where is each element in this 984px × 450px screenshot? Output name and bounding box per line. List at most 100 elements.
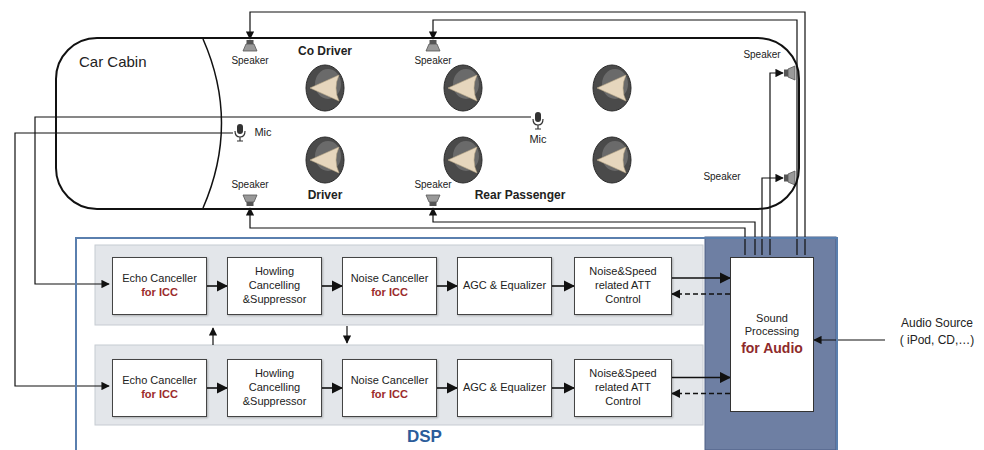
- seat-cushion: [597, 147, 626, 173]
- process-box: Noise Cancellerfor ICC: [342, 257, 437, 315]
- audio-panel: [705, 237, 836, 450]
- mic-capsule: [535, 112, 541, 122]
- seat-cushion: [448, 147, 477, 173]
- region-title: DSP: [407, 427, 442, 447]
- speaker-wire: [433, 208, 755, 255]
- speaker-magnet: [430, 40, 437, 44]
- audio-source-arrow: [814, 339, 885, 340]
- speaker-magnet: [247, 40, 254, 44]
- seat-shell: [306, 65, 344, 111]
- source-label: Audio Source: [901, 316, 973, 330]
- region-title: Car Cabin: [79, 53, 147, 70]
- signal-connector: [207, 285, 227, 287]
- feedback-connector: [672, 293, 730, 294]
- signal-connector: [437, 285, 457, 287]
- speaker-icon: [426, 195, 440, 206]
- seat-shell: [593, 65, 631, 111]
- cabin-label: Mic: [254, 126, 271, 139]
- speaker-magnet: [784, 70, 788, 77]
- dsp-region: DSPEcho Cancellerfor ICCHowling Cancelli…: [75, 237, 838, 450]
- process-box: Howling Cancelling &Suppressor: [227, 359, 322, 417]
- cabin-label: Speaker: [414, 55, 451, 67]
- box-title: Noise&Speed related ATT Control: [579, 265, 667, 306]
- seat-cushion: [448, 75, 477, 101]
- speaker-icon: [784, 171, 795, 185]
- mic-capsule: [237, 124, 243, 134]
- box-title: Echo Canceller: [122, 272, 197, 286]
- process-box: AGC & Equalizer: [457, 257, 552, 315]
- seat-icon: [593, 65, 631, 111]
- speaker-wire: [433, 20, 797, 255]
- signal-connector: [552, 387, 574, 389]
- box-title: Noise&Speed related ATT Control: [579, 367, 667, 408]
- cabin-illustration: [235, 40, 795, 206]
- mic-wire: [15, 133, 233, 386]
- speaker-wire: [250, 208, 745, 255]
- band-link-arrow: [212, 328, 213, 345]
- speaker-icon: [784, 66, 795, 80]
- box-subtitle: for ICC: [141, 286, 178, 300]
- box-title: Noise Canceller: [351, 272, 429, 286]
- process-box: Echo Cancellerfor ICC: [112, 359, 207, 417]
- box-subtitle: for Audio: [741, 340, 803, 357]
- mic-icon: [235, 124, 245, 141]
- speaker-icon: [243, 40, 257, 51]
- feedback-connector: [672, 393, 730, 394]
- seat-shell: [444, 65, 482, 111]
- cabin-label: Co Driver: [298, 44, 352, 58]
- seat-shell: [444, 137, 482, 183]
- seat-shell: [593, 137, 631, 183]
- box-subtitle: for ICC: [141, 388, 178, 402]
- mic-icon: [533, 112, 543, 129]
- audio-processing-box: Sound Processingfor Audio: [730, 257, 814, 412]
- cabin-label: Speaker: [414, 179, 451, 191]
- speaker-cone: [243, 195, 257, 202]
- box-title: AGC & Equalizer: [463, 381, 546, 395]
- speaker-cone: [788, 66, 795, 80]
- mic-stand: [533, 119, 543, 129]
- speaker-icon: [243, 195, 257, 206]
- speaker-cone: [426, 44, 440, 51]
- mic-stand: [235, 131, 245, 141]
- seat-cushion: [310, 75, 339, 101]
- seat-icon: [306, 65, 344, 111]
- signal-connector: [672, 377, 730, 379]
- box-title: Noise Canceller: [351, 374, 429, 388]
- dsp-band: [95, 245, 703, 325]
- cabin-label: Speaker: [743, 49, 780, 61]
- box-subtitle: for ICC: [371, 286, 408, 300]
- speaker-cone: [788, 171, 795, 185]
- signal-connector: [552, 285, 574, 287]
- speaker-magnet: [430, 202, 437, 206]
- signal-connector: [207, 387, 227, 389]
- speaker-magnet: [247, 202, 254, 206]
- cabin-label: Speaker: [703, 171, 740, 183]
- speaker-cone: [426, 195, 440, 202]
- process-box: Noise&Speed related ATT Control: [574, 257, 672, 315]
- band-link-arrow: [346, 326, 347, 343]
- source-label: ( iPod, CD,…): [900, 333, 975, 347]
- speaker-cone: [243, 44, 257, 51]
- process-box: Noise&Speed related ATT Control: [574, 359, 672, 417]
- seat-icon: [444, 137, 482, 183]
- windshield-curve: [203, 39, 222, 208]
- process-box: Echo Cancellerfor ICC: [112, 257, 207, 315]
- cabin-label: Speaker: [231, 55, 268, 67]
- signal-connector: [322, 285, 342, 287]
- seat-shell: [306, 137, 344, 183]
- cabin-label: Rear Passenger: [475, 188, 566, 202]
- speaker-magnet: [784, 175, 788, 182]
- signal-connector: [437, 387, 457, 389]
- seat-icon: [444, 65, 482, 111]
- seat-cushion: [597, 75, 626, 101]
- signal-connector: [322, 387, 342, 389]
- box-subtitle: for ICC: [371, 388, 408, 402]
- signal-connector: [672, 277, 730, 279]
- speaker-wire: [762, 178, 783, 255]
- process-box: Howling Cancelling &Suppressor: [227, 257, 322, 315]
- seat-cushion: [310, 147, 339, 173]
- dsp-band: [95, 345, 703, 425]
- box-title: Howling Cancelling &Suppressor: [232, 367, 317, 408]
